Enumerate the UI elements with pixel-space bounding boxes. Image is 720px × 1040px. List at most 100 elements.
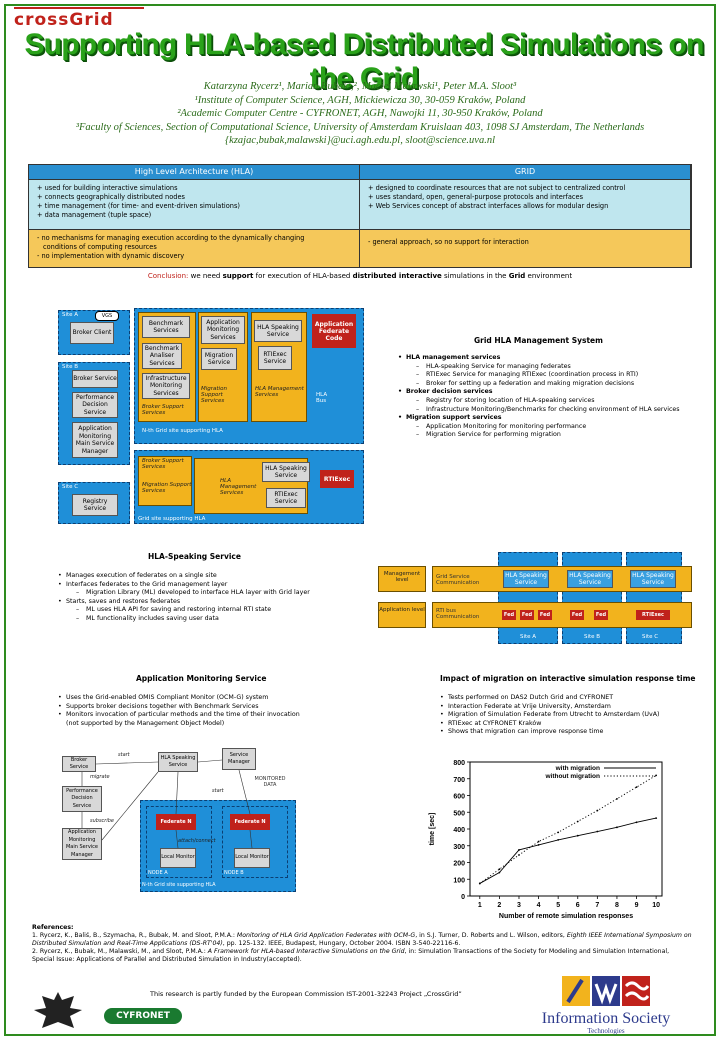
site-a-label: Site A <box>62 312 79 318</box>
ghms-item: Infrastructure Monitoring/Benchmarks for… <box>398 406 688 415</box>
am-item: (not supported by the Management Object … <box>66 719 225 727</box>
x-tick-label: 4 <box>537 902 541 909</box>
references: References: 1. Rycerz, K., Baliś, B., Sz… <box>32 924 692 964</box>
crossgrid-logo: crossGrid <box>14 7 144 30</box>
hla-cons: - no mechanisms for managing execution a… <box>29 229 360 267</box>
migration-support-label: Migration Support Services <box>201 386 227 404</box>
ref-text: , in S.J. Turner, D. Roberts and L. Wils… <box>415 932 567 939</box>
y-tick-label: 600 <box>453 794 465 801</box>
am-node-b-label: NODE B <box>224 870 244 876</box>
registry-service: Registry Service <box>72 494 118 516</box>
ref-italic: Monitoring of HLA Grid Application Feder… <box>236 932 416 939</box>
am-item: Uses the Grid-enabled OMIS Compliant Mon… <box>58 694 378 703</box>
data-point <box>518 854 520 856</box>
x-tick-label: 3 <box>517 902 521 909</box>
hla-speaking-a: HLA Speaking Service <box>503 570 549 588</box>
am-federate-n-b: Federate N <box>230 814 270 830</box>
grid-comm-label: Grid Service Communication <box>436 574 480 586</box>
conclusion-bold: support <box>222 272 254 280</box>
data-point <box>557 838 560 841</box>
am-node-b <box>222 806 288 878</box>
conclusion: Conclusion: we need support for executio… <box>28 272 692 280</box>
management-level: Management level <box>378 566 426 592</box>
x-tick-label: 5 <box>556 902 560 909</box>
infrastructure-monitoring-services: Infrastructure Monitoring Services <box>142 373 190 399</box>
ghms-item: Registry for storing location of HLA-spe… <box>398 397 688 406</box>
broker-support-label-2: Broker Support Services <box>142 458 184 470</box>
y-tick-label: 700 <box>453 777 465 784</box>
data-point <box>478 882 481 885</box>
hla-pro-3: + time management (for time- and event-d… <box>37 202 240 210</box>
hla-bus-label: HLA Bus <box>316 392 328 404</box>
broker-service: Broker Service <box>72 370 118 388</box>
data-point <box>518 849 520 851</box>
migration-service: Migration Service <box>201 348 237 370</box>
impact-item: Interaction Federate at Vrije University… <box>440 703 700 712</box>
ref-italic: A Framework for HLA-based Interactive Si… <box>207 948 405 955</box>
y-tick-label: 300 <box>453 844 465 851</box>
ref-italic: Eighth IEEE International Symposium on D… <box>32 932 692 947</box>
am-broker-service: Broker Service <box>62 756 96 772</box>
ist-subtitle: Technologies <box>587 1027 625 1035</box>
site-b-caption: Site B <box>584 634 601 640</box>
hla-con-1b: conditions of computing resources <box>43 243 157 251</box>
benchmark-services: Benchmark Services <box>142 316 190 338</box>
y-tick-label: 0 <box>461 894 465 901</box>
grid-pros: + designed to coordinate resources that … <box>360 179 691 229</box>
y-tick-label: 200 <box>453 861 465 868</box>
y-tick-label: 100 <box>453 877 465 884</box>
am-local-monitor-a: Local Monitor <box>160 848 196 868</box>
conclusion-text: we need <box>188 272 223 280</box>
ghms-item: Broker for setting up a federation and m… <box>398 380 688 389</box>
am-nth-label: N-th Grid site supporting HLA <box>142 882 216 888</box>
impact-item: Tests performed on DAS2 Dutch Grid and C… <box>440 694 700 703</box>
x-tick-label: 10 <box>652 902 660 909</box>
nth-site-label: N-th Grid site supporting HLA <box>142 428 223 434</box>
funding-note: This research is partly funded by the Eu… <box>150 990 462 998</box>
am-node-a-label: NODE A <box>148 870 168 876</box>
data-point <box>596 830 599 833</box>
grid-con-1: - general approach, so no support for in… <box>368 238 529 246</box>
am-subscribe-label: subscribe <box>90 818 114 824</box>
broker-support-label: Broker Support Services <box>142 404 184 416</box>
legend-label: without migration <box>544 773 600 780</box>
ghms-item: Migration Service for performing migrati… <box>398 431 688 440</box>
am-node-a <box>146 806 212 878</box>
grid-header: GRID <box>360 165 691 179</box>
conclusion-text: for execution of HLA-based <box>253 272 353 280</box>
hla-speaking-c: HLA Speaking Service <box>630 570 676 588</box>
series-line-0 <box>479 817 657 884</box>
x-tick-label: 8 <box>615 902 619 909</box>
data-point <box>576 834 579 837</box>
x-axis-label: Number of remote simulation responses <box>499 913 633 920</box>
hla-pro-1: + used for building interactive simulati… <box>37 184 178 192</box>
y-axis-label: time [sec] <box>429 813 436 846</box>
ghms-group-1: HLA management services <box>398 354 688 363</box>
hla-speaking-subitem: ML functionality includes saving user da… <box>58 615 378 624</box>
plot-frame <box>469 761 663 897</box>
fed-b2: Fed <box>594 610 608 620</box>
data-point <box>498 871 501 874</box>
ghms-list: HLA management services HLA-speaking Ser… <box>398 354 688 440</box>
fed-a1: Fed <box>502 610 516 620</box>
hla-con-2: - no implementation with dynamic discove… <box>37 252 185 260</box>
hla-management-label: HLA Management Services <box>255 386 304 398</box>
am-item: Supports broker decisions together with … <box>58 703 378 712</box>
y-tick-label: 800 <box>453 760 465 767</box>
emails: {kzajac,bubak,malawski}@uci.agh.edu.pl, … <box>224 135 496 146</box>
x-tick-label: 6 <box>576 902 580 909</box>
data-point <box>616 826 618 829</box>
rtiexec-service: RTIExec Service <box>258 346 292 370</box>
impact-title: Impact of migration on interactive simul… <box>440 674 696 683</box>
data-point <box>537 840 540 843</box>
hla-speaking-service-2: HLA Speaking Service <box>262 462 310 482</box>
am-start2-label: start <box>212 788 224 794</box>
conclusion-label: Conclusion: <box>147 272 189 280</box>
app-monitoring-services: Application Monitoring Services <box>201 316 245 344</box>
authors-block: Katarzyna Rycerz¹, Marian Bubak¹,², Maci… <box>20 80 700 148</box>
site-c-caption: Site C <box>642 634 659 640</box>
cyfronet-logo: CYFRONET <box>104 1008 182 1024</box>
rtiexec-service-2: RTIExec Service <box>266 488 306 508</box>
legend-label: with migration <box>555 765 600 772</box>
hla-con-1: - no mechanisms for managing execution a… <box>37 234 305 242</box>
